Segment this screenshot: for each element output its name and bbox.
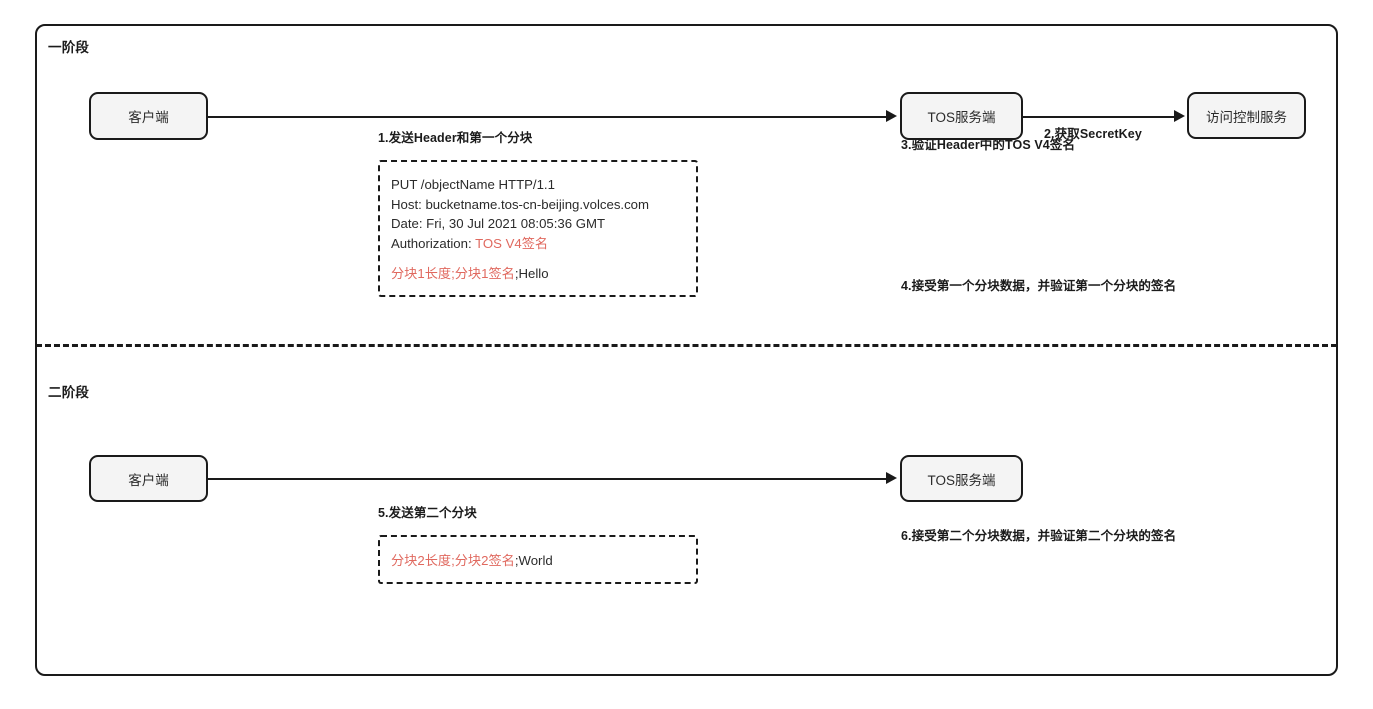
- step-6-caption: 6.接受第二个分块数据，并验证第二个分块的签名: [901, 529, 1177, 543]
- arrow-head-icon: [886, 472, 897, 484]
- phase-divider: [36, 344, 1337, 347]
- payload-chunk2-body: 分块2长度;分块2签名;World: [391, 550, 696, 572]
- arrow-tos-to-access-control: [1023, 116, 1175, 118]
- payload-host-header: Host: bucketname.tos-cn-beijing.volces.c…: [391, 196, 649, 212]
- arrow-head-icon: [1174, 110, 1185, 122]
- payload-authorization-value: TOS V4签名: [475, 235, 549, 251]
- node-tos-server-phase2[interactable]: TOS服务端: [900, 455, 1023, 502]
- step-2-caption: 2.获取SecretKey: [1044, 127, 1142, 141]
- arrow-client-to-tos-phase1: [208, 116, 890, 118]
- payload-blank-line: [391, 253, 696, 264]
- payload-chunk1-signature: 分块1长度;分块1签名: [391, 266, 515, 281]
- step-5-caption: 5.发送第二个分块: [378, 506, 477, 520]
- step-3-caption: 3.验证Header中的TOS V4签名: [901, 138, 1076, 152]
- payload-authorization-header: Authorization: TOS V4签名: [391, 234, 696, 254]
- payload-chunk1-body: 分块1长度;分块1签名;Hello: [391, 264, 696, 284]
- phase-2-label: 二阶段: [48, 385, 90, 400]
- payload-date-header: Date: Fri, 30 Jul 2021 08:05:36 GMT: [391, 216, 606, 231]
- payload-authorization-label: Authorization:: [391, 235, 476, 251]
- chunk2-payload-box: 分块2长度;分块2签名;World: [378, 535, 698, 584]
- node-client-phase2[interactable]: 客户端: [89, 455, 208, 502]
- payload-chunk1-data: ;Hello: [514, 266, 549, 281]
- http-request-payload-box: PUT /objectName HTTP/1.1 Host: bucketnam…: [378, 160, 698, 297]
- arrow-client-to-tos-phase2: [208, 478, 890, 480]
- payload-chunk2-signature: 分块2长度;分块2签名: [391, 553, 515, 568]
- node-client-phase1[interactable]: 客户端: [89, 92, 208, 140]
- node-tos-server-phase1[interactable]: TOS服务端: [900, 92, 1023, 140]
- step-4-caption: 4.接受第一个分块数据，并验证第一个分块的签名: [901, 279, 1177, 293]
- arrow-head-icon: [886, 110, 897, 122]
- phase-1-label: 一阶段: [48, 40, 90, 55]
- step-1-caption: 1.发送Header和第一个分块: [378, 131, 533, 145]
- payload-chunk2-data: ;World: [514, 553, 553, 568]
- payload-request-line: PUT /objectName HTTP/1.1: [391, 177, 555, 192]
- node-access-control-service[interactable]: 访问控制服务: [1187, 92, 1306, 139]
